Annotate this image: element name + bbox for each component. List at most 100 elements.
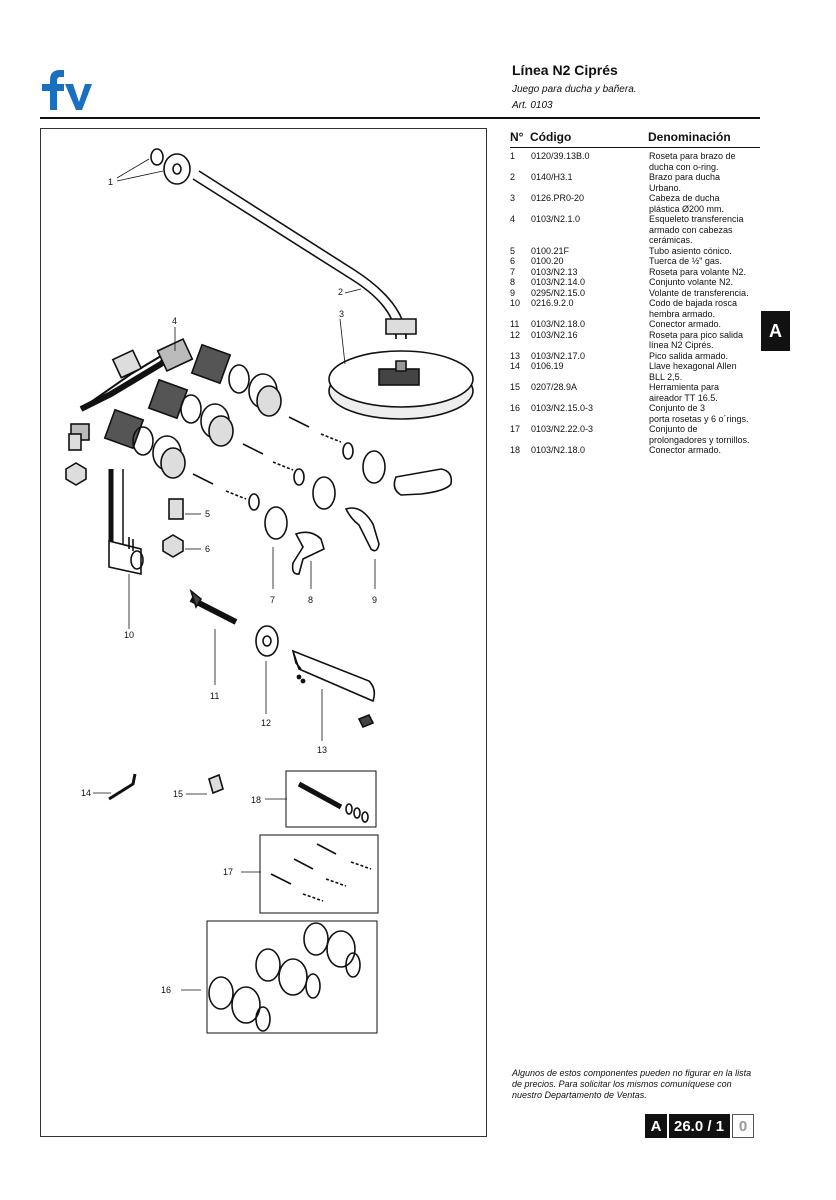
row-code: 0103/N2.15.0-3 bbox=[531, 403, 594, 413]
row-description: Esqueleto transferencia bbox=[649, 214, 744, 224]
label-part-18: 18 bbox=[251, 795, 261, 805]
label-part-11: 11 bbox=[210, 691, 219, 701]
row-code: 0216.9.2.0 bbox=[531, 298, 574, 308]
row-code: 0120/39.13B.0 bbox=[531, 151, 590, 161]
row-code: 0207/28.9A bbox=[531, 382, 578, 392]
row-number bbox=[510, 235, 531, 246]
row-number: 6 bbox=[510, 256, 516, 266]
row-code: 0126.PR0-20 bbox=[531, 193, 585, 203]
label-part-3: 3 bbox=[339, 309, 344, 319]
page-number-box: A 26.0 / 1 0 bbox=[645, 1114, 755, 1138]
row-description: hembra armado. bbox=[649, 308, 716, 319]
label-part-7: 7 bbox=[270, 595, 275, 605]
header-description: Denominación bbox=[648, 130, 731, 144]
row-code bbox=[531, 309, 649, 320]
table-row: cerámicas. bbox=[510, 235, 760, 246]
row-code: 0103/N2.16 bbox=[531, 329, 578, 340]
label-part-2: 2 bbox=[338, 287, 343, 297]
row-description: Tuerca de ½" gas. bbox=[649, 256, 722, 266]
fv-logo bbox=[42, 70, 92, 110]
row-number bbox=[510, 309, 531, 320]
section-tab: A bbox=[761, 311, 790, 351]
row-number: 10 bbox=[510, 298, 521, 308]
row-code: 0103/N2.18.0 bbox=[531, 445, 586, 455]
label-part-8: 8 bbox=[308, 595, 313, 605]
row-number bbox=[510, 340, 531, 351]
label-part-15: 15 bbox=[173, 789, 183, 799]
label-part-12: 12 bbox=[261, 718, 271, 728]
header-rule bbox=[40, 117, 760, 119]
table-row: Urbano. bbox=[510, 183, 760, 194]
row-number bbox=[510, 162, 531, 173]
row-code bbox=[531, 435, 649, 446]
row-description: plástica Ø200 mm. bbox=[649, 203, 725, 214]
label-part-14: 14 bbox=[81, 788, 91, 798]
row-description: armado con cabezas bbox=[649, 224, 733, 235]
row-description: ducha con o-ring. bbox=[649, 161, 719, 172]
label-part-9: 9 bbox=[372, 595, 377, 605]
diagram-drawing: 1 2 3 4 5 6 7 8 9 10 11 12 13 14 15 18 1… bbox=[65, 148, 474, 1034]
row-code bbox=[531, 372, 649, 383]
row-code bbox=[531, 235, 649, 246]
table-row: 12 0103/N2.16 Roseta para pico salida bbox=[510, 330, 760, 341]
row-number: 12 bbox=[510, 329, 521, 340]
row-code: 0103/N2.14.0 bbox=[531, 277, 586, 287]
row-description: Volante de transferencia. bbox=[649, 287, 749, 298]
row-number: 11 bbox=[510, 319, 520, 329]
row-number: 15 bbox=[510, 382, 521, 392]
label-part-4: 4 bbox=[172, 316, 177, 326]
row-code bbox=[531, 204, 649, 215]
label-part-10: 10 bbox=[124, 630, 134, 640]
row-code: 0103/N2.13 bbox=[531, 266, 578, 277]
row-number: 9 bbox=[510, 287, 516, 298]
table-row: BLL 2,5. bbox=[510, 372, 760, 383]
row-code bbox=[531, 162, 649, 173]
oring-shape bbox=[150, 148, 164, 166]
row-description: aireador TT 16.5. bbox=[649, 392, 718, 403]
row-number: 13 bbox=[510, 350, 521, 361]
row-description: Brazo para ducha bbox=[649, 172, 721, 182]
row-code bbox=[531, 393, 649, 404]
page-number: 26.0 / 1 bbox=[669, 1114, 731, 1138]
row-code: 0103/N2.22.0-3 bbox=[531, 424, 594, 434]
table-row: aireador TT 16.5. bbox=[510, 393, 760, 404]
row-number: 7 bbox=[510, 266, 516, 277]
row-number: 5 bbox=[510, 245, 516, 256]
exploded-diagram: 1 2 3 4 5 6 7 8 9 10 11 12 13 14 15 18 1… bbox=[40, 128, 487, 1137]
row-description: línea N2 Ciprés. bbox=[649, 340, 714, 350]
row-number bbox=[510, 225, 531, 236]
row-number: 1 bbox=[510, 151, 516, 161]
row-code: 0103/N2.1.0 bbox=[531, 214, 581, 224]
row-description: Roseta para pico salida bbox=[649, 329, 744, 340]
label-part-13: 13 bbox=[317, 745, 327, 755]
label-part-16: 16 bbox=[161, 985, 171, 995]
row-code bbox=[531, 414, 649, 425]
row-description: Conector armado. bbox=[649, 319, 722, 329]
article-number: Art. 0103 bbox=[512, 100, 553, 111]
row-description: cerámicas. bbox=[649, 235, 693, 245]
row-description: Llave hexagonal Allen bbox=[649, 361, 737, 371]
row-number: 14 bbox=[510, 361, 521, 371]
row-number bbox=[510, 183, 531, 194]
page-section: A bbox=[645, 1114, 667, 1138]
row-number bbox=[510, 204, 531, 215]
table-row: prolongadores y tornillos. bbox=[510, 435, 760, 446]
row-number: 8 bbox=[510, 277, 516, 287]
label-part-6: 6 bbox=[205, 544, 210, 554]
row-description: Urbano. bbox=[649, 182, 682, 193]
page-title: Línea N2 Ciprés bbox=[512, 62, 618, 78]
label-part-1: 1 bbox=[108, 177, 113, 187]
label-part-5: 5 bbox=[205, 509, 210, 519]
